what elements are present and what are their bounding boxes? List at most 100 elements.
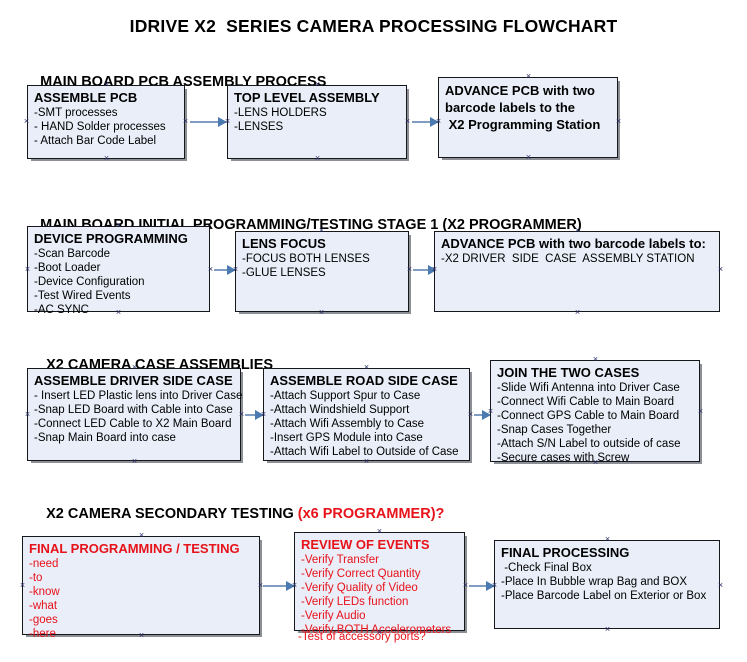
box-item: -Connect LED Cable to X2 Main Board xyxy=(34,418,232,430)
box-item: -FOCUS BOTH LENSES xyxy=(242,253,370,265)
box-item: -AC SYNC xyxy=(34,304,89,316)
box-item: -Insert GPS Module into Case xyxy=(270,432,423,444)
box-item: -Place In Bubble wrap Bag and BOX xyxy=(501,576,688,588)
connection-handle-bottom[interactable] xyxy=(525,154,532,161)
connector-assemble-pcb-to-top-level-assembly xyxy=(190,117,227,127)
connection-handle-left[interactable] xyxy=(224,118,231,125)
connection-handle-bottom[interactable] xyxy=(314,155,321,162)
box-review-of-events[interactable]: REVIEW OF EVENTS -Verify Transfer -Verif… xyxy=(294,532,465,636)
box-header: FINAL PROGRAMMING / TESTING xyxy=(29,541,240,556)
box-item: -Boot Loader xyxy=(34,262,101,274)
box-device-programming[interactable]: DEVICE PROGRAMMING -Scan Barcode -Boot L… xyxy=(27,226,210,316)
box-item: -Attach S/N Label to outside of case xyxy=(497,438,681,450)
box-assemble-road-side-case[interactable]: ASSEMBLE ROAD SIDE CASE -Attach Support … xyxy=(263,368,470,461)
connection-handle-bottom[interactable] xyxy=(103,155,110,162)
connection-handle-top[interactable] xyxy=(592,356,599,363)
connection-handle-bottom[interactable] xyxy=(318,309,325,316)
connection-handle-top[interactable] xyxy=(525,73,532,80)
connection-handle-right[interactable] xyxy=(717,266,724,273)
connection-handle-top[interactable] xyxy=(138,532,145,539)
box-item: -LENS HOLDERS xyxy=(234,107,327,119)
connection-handle-bottom[interactable] xyxy=(115,309,122,316)
connection-handle-left[interactable] xyxy=(260,411,267,418)
connection-handle-top[interactable] xyxy=(314,81,321,88)
connection-handle-top[interactable] xyxy=(103,81,110,88)
connection-handle-left[interactable] xyxy=(23,118,30,125)
connection-handle-left[interactable] xyxy=(431,266,438,273)
connection-handle-bottom[interactable] xyxy=(363,458,370,465)
box-advance-pcb-to-x2-programming-station[interactable]: ADVANCE PCB with two barcode labels to t… xyxy=(438,77,618,158)
box-item: -X2 DRIVER SIDE CASE ASSEMBLY STATION xyxy=(441,253,695,265)
connection-handle-left[interactable] xyxy=(491,582,498,589)
box-item: -Snap Cases Together xyxy=(497,424,612,436)
box-assemble-driver-side-case[interactable]: ASSEMBLE DRIVER SIDE CASE - Insert LED P… xyxy=(27,368,242,461)
connection-handle-left[interactable] xyxy=(487,408,494,415)
connection-handle-bottom[interactable] xyxy=(574,309,581,316)
connection-handle-right[interactable] xyxy=(462,582,469,589)
connection-handle-left[interactable] xyxy=(24,411,31,418)
connection-handle-bottom[interactable] xyxy=(592,459,599,466)
section-heading-x2-camera-secondary-testing: X2 CAMERA SECONDARY TESTING (x6 PROGRAMM… xyxy=(30,490,444,538)
box-item: -Attach Windshield Support xyxy=(270,404,410,416)
connection-handle-left[interactable] xyxy=(24,266,31,273)
box-item: - HAND Solder processes xyxy=(34,121,166,133)
connection-handle-top[interactable] xyxy=(604,536,611,543)
box-item: -SMT processes xyxy=(34,107,118,119)
box-item: -Test Wired Events xyxy=(34,290,131,302)
box-item: -Check Final Box xyxy=(501,562,592,574)
connection-handle-left[interactable] xyxy=(435,118,442,125)
box-item: -know xyxy=(29,586,60,598)
box-item: -Place Barcode Label on Exterior or Box xyxy=(501,590,707,602)
connection-handle-bottom[interactable] xyxy=(604,626,611,633)
box-item: -Verify Audio xyxy=(301,610,366,622)
box-assemble-pcb[interactable]: ASSEMBLE PCB -SMT processes - HAND Solde… xyxy=(27,85,185,159)
connection-handle-right[interactable] xyxy=(404,118,411,125)
connection-handle-top[interactable] xyxy=(376,528,383,535)
box-item: -Device Configuration xyxy=(34,276,145,288)
arrowhead-icon xyxy=(218,117,227,127)
box-item: -Attach Wifi Assembly to Case xyxy=(270,418,425,430)
box-item: -Verify Quality of Video xyxy=(301,582,418,594)
connection-handle-right[interactable] xyxy=(615,118,622,125)
connection-handle-right[interactable] xyxy=(406,266,413,273)
box-header: FINAL PROCESSING xyxy=(501,545,630,560)
box-item: -Verify Transfer xyxy=(301,554,379,566)
box-final-programming-testing[interactable]: FINAL PROGRAMMING / TESTING -need -to -k… xyxy=(22,536,260,640)
connection-handle-right[interactable] xyxy=(467,411,474,418)
connection-handle-right[interactable] xyxy=(717,582,724,589)
connection-handle-top[interactable] xyxy=(318,227,325,234)
connection-handle-bottom[interactable] xyxy=(376,629,383,636)
connection-handle-left[interactable] xyxy=(291,582,298,589)
connection-handle-right[interactable] xyxy=(207,266,214,273)
connection-handle-right[interactable] xyxy=(182,118,189,125)
connection-handle-top[interactable] xyxy=(115,222,122,229)
connection-handle-top[interactable] xyxy=(574,227,581,234)
box-header: JOIN THE TWO CASES xyxy=(497,365,640,380)
box-final-processing[interactable]: FINAL PROCESSING -Check Final Box -Place… xyxy=(494,540,720,629)
connection-handle-right[interactable] xyxy=(697,408,704,415)
connection-handle-bottom[interactable] xyxy=(131,458,138,465)
connection-handle-left[interactable] xyxy=(19,582,26,589)
box-header: ASSEMBLE ROAD SIDE CASE xyxy=(270,373,458,388)
connection-handle-bottom[interactable] xyxy=(138,632,145,639)
box-top-level-assembly[interactable]: TOP LEVEL ASSEMBLY -LENS HOLDERS -LENSES xyxy=(227,85,407,159)
box-item: -Verify BOTH Accelerometers xyxy=(301,624,452,636)
box-join-the-two-cases[interactable]: JOIN THE TWO CASES -Slide Wifi Antenna i… xyxy=(490,360,700,464)
connection-handle-top[interactable] xyxy=(131,364,138,371)
box-item: -what xyxy=(29,600,58,612)
box-header: ASSEMBLE PCB xyxy=(34,90,138,105)
box-item: -Attach Support Spur to Case xyxy=(270,390,421,402)
connection-handle-top[interactable] xyxy=(363,364,370,371)
box-item: -Connect Wifi Cable to Main Board xyxy=(497,396,675,408)
connection-handle-right[interactable] xyxy=(238,411,245,418)
box-item: -Verify LEDs function xyxy=(301,596,409,608)
box-advance-pcb-to-driver-side-case-assembly[interactable]: ADVANCE PCB with two barcode labels to: … xyxy=(434,231,720,312)
box-item: -GLUE LENSES xyxy=(242,267,326,279)
box-header: REVIEW OF EVENTS xyxy=(301,537,430,552)
connection-handle-left[interactable] xyxy=(232,266,239,273)
box-header: ADVANCE PCB with two barcode labels to t… xyxy=(445,83,601,132)
connector-final-programming-to-review-of-events xyxy=(263,581,295,591)
box-lens-focus[interactable]: LENS FOCUS -FOCUS BOTH LENSES -GLUE LENS… xyxy=(235,231,409,312)
section-heading-suffix: (x6 PROGRAMMER)? xyxy=(297,506,445,522)
